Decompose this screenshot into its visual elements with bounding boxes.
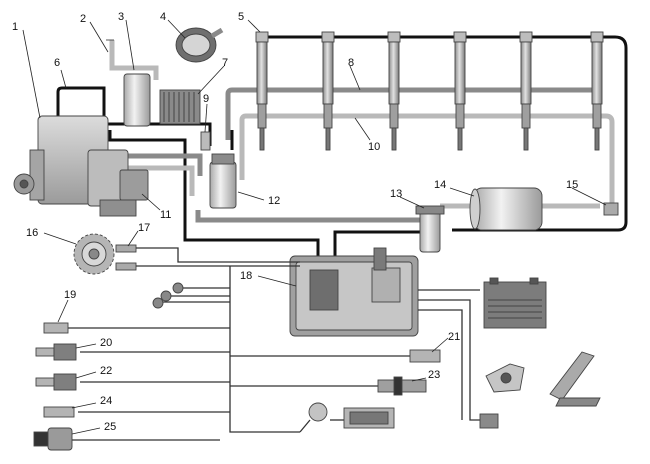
- throttle-position-sensor: [485, 363, 525, 393]
- callout-11: 11: [160, 209, 171, 221]
- solenoid-25: [33, 427, 73, 451]
- callout-3: 3: [118, 11, 124, 23]
- callout-6: 6: [54, 57, 60, 69]
- callout-9: 9: [203, 93, 209, 105]
- secondary-fuel-filter: [209, 153, 237, 209]
- speed-timing-sensors: [115, 244, 137, 271]
- injector: [255, 31, 269, 151]
- water-separator: [159, 89, 201, 125]
- return-fitting: [603, 202, 619, 216]
- callout-12: 12: [268, 195, 280, 207]
- injector: [321, 31, 335, 151]
- fuel-tank: [469, 187, 543, 231]
- callout-16: 16: [26, 227, 38, 239]
- callout-8: 8: [348, 57, 354, 69]
- dashboard-switches: [308, 402, 395, 429]
- injector: [590, 31, 604, 151]
- fuel-pump-gauge: [175, 27, 224, 63]
- fuel-pump-assembly: [13, 115, 149, 217]
- wiring-harness: [66, 247, 482, 441]
- inline-filter: [415, 205, 445, 253]
- callout-15: 15: [566, 179, 578, 191]
- primary-filter: [106, 39, 159, 127]
- sensor-19: [43, 322, 69, 334]
- sensor-20: [35, 343, 77, 361]
- fuel-temp-sensor: [200, 131, 211, 151]
- pressure-indicators: [152, 282, 184, 309]
- battery: [483, 277, 547, 329]
- callout-2: 2: [80, 13, 86, 25]
- timing-wheel: [73, 233, 115, 275]
- callout-25: 25: [104, 421, 116, 433]
- callout-22: 22: [100, 365, 112, 377]
- callout-10: 10: [368, 141, 380, 153]
- callout-labels: 1 2 3 4 5 6 7 8 9 10 11 12 13 14 15 16 1…: [12, 11, 578, 433]
- callout-21: 21: [448, 331, 460, 343]
- ecm: [289, 247, 419, 337]
- injector: [387, 31, 401, 151]
- callout-19: 19: [64, 289, 76, 301]
- callout-5: 5: [238, 11, 244, 23]
- injectors: [255, 31, 604, 151]
- callout-17: 17: [138, 222, 150, 234]
- injector: [519, 31, 533, 151]
- sensor-21: [409, 349, 441, 363]
- leader-lines: [22, 19, 607, 435]
- callout-13: 13: [390, 188, 402, 200]
- callout-23: 23: [428, 369, 440, 381]
- sensor-24: [43, 406, 75, 418]
- sensor-22: [35, 373, 77, 391]
- callout-4: 4: [160, 11, 166, 23]
- callout-20: 20: [100, 337, 112, 349]
- accelerator-pedal: [549, 351, 601, 407]
- sensor-23: [377, 376, 427, 396]
- callout-14: 14: [434, 179, 446, 191]
- callout-18: 18: [240, 270, 252, 282]
- connector-block: [479, 413, 499, 429]
- injector: [453, 31, 467, 151]
- callout-24: 24: [100, 395, 112, 407]
- callout-7: 7: [222, 57, 228, 69]
- callout-1: 1: [12, 21, 18, 33]
